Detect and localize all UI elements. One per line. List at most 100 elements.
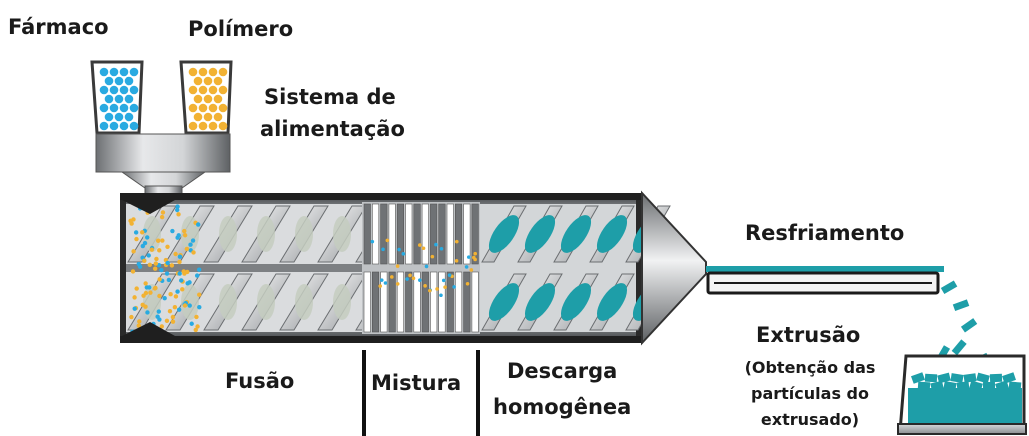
particle [386, 239, 390, 243]
particle [189, 104, 198, 113]
particle [209, 86, 218, 95]
particle [189, 68, 198, 77]
particle [473, 252, 477, 256]
particle [199, 104, 208, 113]
particle [412, 276, 416, 280]
melt-blob [295, 284, 313, 320]
kneading-block [406, 272, 413, 332]
particle [188, 303, 192, 307]
particle [189, 122, 198, 131]
drug-label: Fármaco [8, 12, 109, 42]
particle [168, 309, 172, 313]
particle [134, 237, 138, 241]
particle [175, 204, 179, 208]
particle [178, 255, 182, 259]
particle [219, 68, 228, 77]
particle [105, 77, 114, 86]
particle [131, 249, 135, 253]
kneading-block [464, 204, 471, 264]
particle [147, 285, 151, 289]
mixing-elements [362, 202, 480, 334]
particle [154, 257, 158, 261]
extrusion-desc-line1: (Obtenção das [735, 356, 885, 380]
kneading-block [389, 204, 396, 264]
particle [405, 277, 409, 281]
particle [204, 77, 213, 86]
particle [455, 259, 459, 263]
particle [125, 95, 134, 104]
particle [140, 230, 144, 234]
kneading-block [464, 272, 471, 332]
particle [183, 303, 187, 307]
particle [143, 281, 147, 285]
discharge-label-line1: Descarga [507, 356, 617, 386]
particle [146, 253, 150, 257]
kneading-block [389, 272, 396, 332]
extruder-barrel [120, 193, 670, 343]
feeding-system [92, 62, 231, 200]
particle [145, 235, 149, 239]
particle [165, 261, 169, 265]
particle [390, 275, 394, 279]
particle [183, 233, 187, 237]
particle [434, 243, 438, 247]
particle [378, 284, 382, 288]
melt-blob [257, 284, 275, 320]
particle [455, 240, 459, 244]
particle [209, 68, 218, 77]
cooling-conveyor [706, 266, 944, 293]
particle [466, 282, 470, 286]
particle [194, 95, 203, 104]
particle [204, 95, 213, 104]
extrudate-piece [964, 373, 977, 383]
particle [204, 113, 213, 122]
particle [435, 287, 439, 291]
extrusion-desc-line2: partículas do [735, 382, 885, 406]
extrudate-piece [983, 382, 995, 390]
particle [130, 68, 139, 77]
particle [128, 219, 132, 223]
particle [115, 77, 124, 86]
particle [179, 278, 183, 282]
particle [199, 86, 208, 95]
melt-blob [219, 216, 237, 252]
polymer-hopper [181, 62, 231, 133]
particle [167, 278, 171, 282]
particle [130, 86, 139, 95]
discharge-label-line2: homogênea [493, 392, 631, 422]
particle [381, 248, 385, 252]
particle [133, 306, 137, 310]
extrudate-piece [990, 374, 1002, 382]
kneading-block [364, 204, 371, 264]
particle [422, 246, 426, 250]
particle [209, 104, 218, 113]
collection-tray [898, 356, 1026, 434]
extrudate-piece [952, 339, 967, 355]
extrudate-piece [961, 318, 977, 332]
particle [171, 315, 175, 319]
particle [120, 122, 129, 131]
particle [110, 122, 119, 131]
particle [137, 262, 141, 266]
particle [156, 239, 160, 243]
melt-blob [333, 216, 351, 252]
mixing-bg [362, 202, 480, 334]
particle [137, 319, 141, 323]
particle [439, 293, 443, 297]
kneading-block [414, 204, 421, 264]
particle [177, 271, 181, 275]
particle [143, 305, 147, 309]
particle [199, 122, 208, 131]
extrudate-piece [941, 280, 957, 294]
particle [177, 233, 181, 237]
melt-blob [295, 216, 313, 252]
kneading-block [455, 204, 462, 264]
kneading-block [439, 204, 446, 264]
kneading-block [472, 272, 479, 332]
kneading-block [447, 204, 454, 264]
particle [418, 243, 422, 247]
kneading-block [381, 204, 388, 264]
particle [110, 104, 119, 113]
extrusion-label: Extrusão [756, 320, 860, 350]
particle [105, 95, 114, 104]
